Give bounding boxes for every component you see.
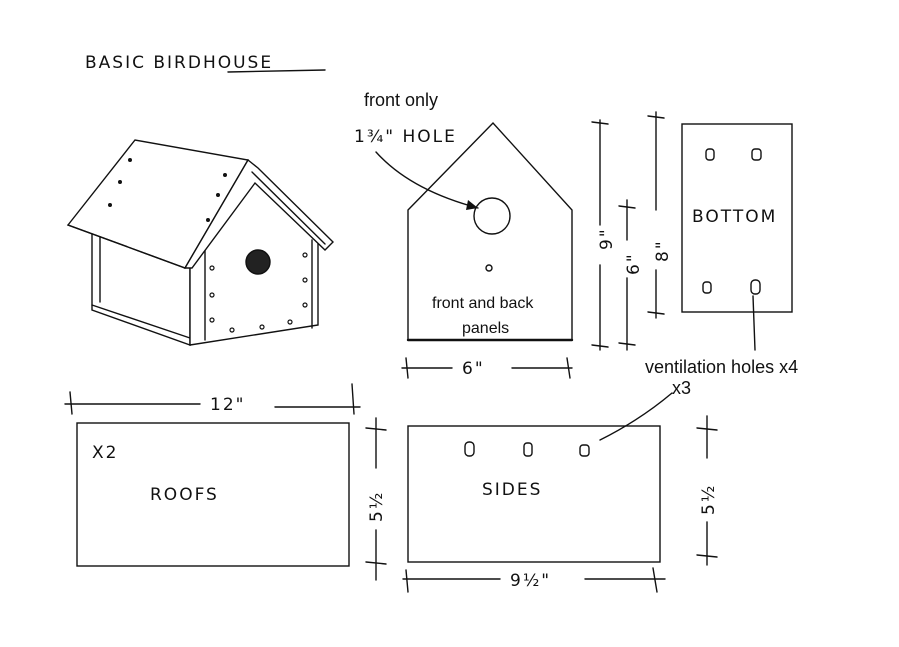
side-holes-leader <box>599 392 673 441</box>
side-panel: SIDES x3 <box>407 378 691 563</box>
bottom-height-dimension: 8" <box>647 111 673 319</box>
roof-panel: X2 ROOFS <box>76 422 350 567</box>
front-back-panel: front only 1¾" HOLE front and back panel… <box>354 90 574 342</box>
panel-width-dimension: 6" <box>401 357 573 379</box>
side-width-label: 9½" <box>510 571 551 591</box>
birdhouse-sketch <box>66 139 334 346</box>
side-height-dimension: 5½ <box>696 415 719 566</box>
hole-size-note: 1¾" HOLE <box>354 127 457 147</box>
roof-width-dimension: 12" <box>64 383 361 415</box>
roof-outline <box>76 422 350 567</box>
bottom-height-label: 8" <box>653 239 673 262</box>
bottom-label: BOTTOM <box>692 207 777 227</box>
title-underline <box>227 69 326 73</box>
panel-entrance-hole <box>473 197 511 235</box>
roof-height-dimension: 5½ <box>365 417 387 581</box>
sketch-front-nails <box>209 252 308 333</box>
panel-height-side-label: 6" <box>624 252 644 275</box>
panel-label-line2: panels <box>462 320 509 337</box>
side-outline <box>407 425 661 563</box>
roof-count: X2 <box>92 443 118 463</box>
hole-leader-arrow <box>375 151 479 209</box>
side-holes-note: x3 <box>672 378 691 398</box>
side-width-dimension: 9½" <box>402 567 666 593</box>
sketch-roof-nails <box>108 158 227 222</box>
panel-height-total-label: 9" <box>597 227 617 250</box>
roof-label: ROOFS <box>150 485 219 505</box>
bottom-vent-holes <box>702 148 762 295</box>
side-vent-holes <box>464 441 590 457</box>
sketch-roof-right <box>183 158 334 269</box>
vent-leader-line <box>752 295 756 351</box>
panel-label-line1: front and back <box>432 295 534 312</box>
panel-height-dimensions: 9" 6" <box>591 119 644 351</box>
bottom-outline <box>681 123 793 313</box>
side-height-label: 5½ <box>699 484 719 515</box>
panel-width-label: 6" <box>462 359 485 379</box>
plan-title: BASIC BIRDHOUSE <box>85 53 273 73</box>
ventilation-note: ventilation holes x4 <box>645 357 798 377</box>
roof-height-label: 5½ <box>367 491 387 522</box>
bottom-panel: BOTTOM <box>681 123 793 351</box>
side-label: SIDES <box>482 480 542 500</box>
roof-width-label: 12" <box>210 395 245 415</box>
panel-perch-hole <box>485 264 493 272</box>
front-only-note: front only <box>364 90 438 110</box>
sketch-entrance-hole <box>245 249 271 275</box>
